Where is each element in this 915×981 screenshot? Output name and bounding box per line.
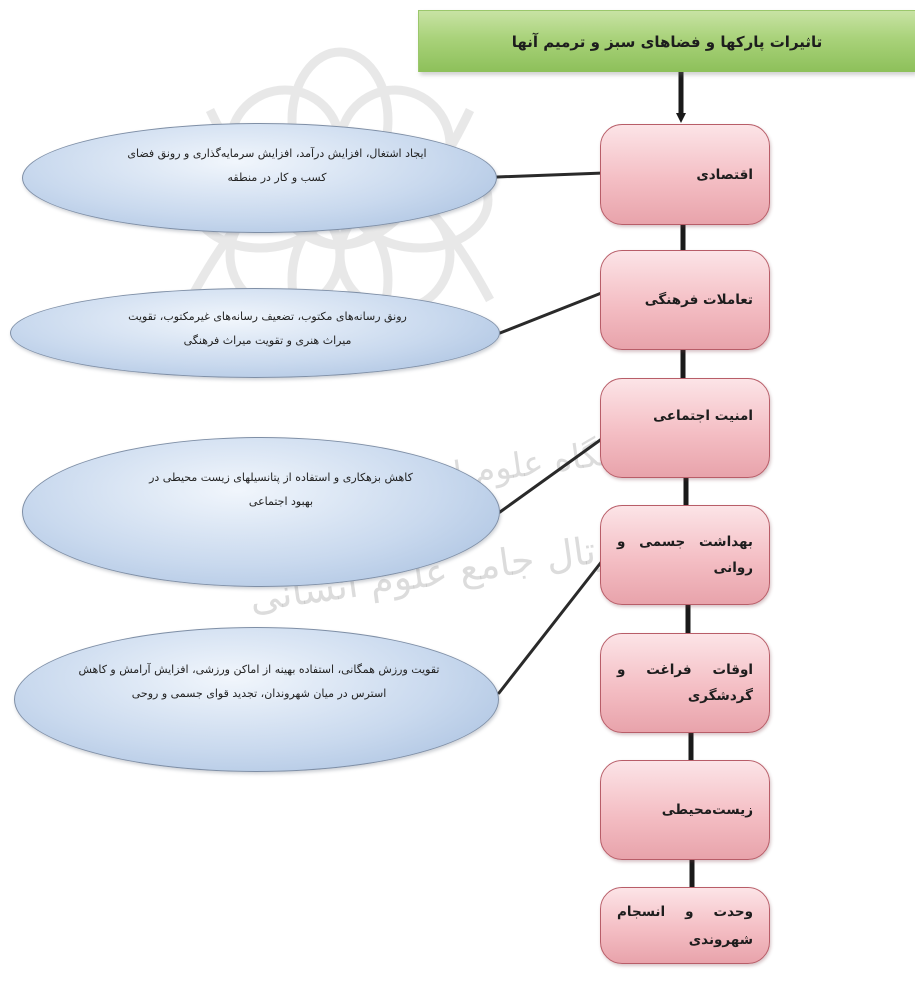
effect-connector-3 — [498, 431, 612, 514]
effect-economic: ایجاد اشتغال، افزایش درآمد، افزایش سرمای… — [22, 123, 497, 233]
category-economic: اقتصادی — [600, 124, 770, 225]
category-label: امنیت اجتماعی — [653, 408, 753, 424]
category-civic-unity: وحدت و انسجام شهروندی — [600, 887, 770, 964]
category-health: بهداشت جسمی و روانی — [600, 505, 770, 605]
category-label: بهداشت جسمی و روانی — [617, 534, 753, 576]
effect-text: کاهش بزهکاری و استفاده از پتانسیلهای زیس… — [149, 471, 413, 508]
effect-health: تقویت ورزش همگانی، استفاده بهینه از اماک… — [14, 627, 499, 772]
category-leisure-tourism: اوقات فراغت و گردشگری — [600, 633, 770, 733]
category-label: تعاملات فرهنگی — [644, 292, 753, 308]
effect-text: تقویت ورزش همگانی، استفاده بهینه از اماک… — [78, 663, 440, 700]
category-label: وحدت و انسجام شهروندی — [617, 903, 753, 948]
diagram-title-text: تاثیرات پارکها و فضاهای سبز و ترمیم آنها — [511, 32, 823, 51]
effect-text: رونق رسانه‌های مکتوب، تضعیف رسانه‌های غی… — [128, 310, 407, 347]
effect-cultural: رونق رسانه‌های مکتوب، تضعیف رسانه‌های غی… — [10, 288, 500, 378]
effect-connector-2 — [498, 290, 606, 335]
effect-social-security: کاهش بزهکاری و استفاده از پتانسیلهای زیس… — [22, 437, 500, 587]
category-label: اقتصادی — [696, 166, 753, 183]
effect-connector-1 — [495, 171, 606, 179]
diagram-title: تاثیرات پارکها و فضاهای سبز و ترمیم آنها — [418, 10, 915, 72]
effect-text: ایجاد اشتغال، افزایش درآمد، افزایش سرمای… — [127, 147, 427, 184]
category-social-security: امنیت اجتماعی — [600, 378, 770, 478]
effect-connector-4 — [497, 554, 608, 695]
category-label: زیست‌محیطی — [661, 802, 753, 818]
category-cultural: تعاملات فرهنگی — [600, 250, 770, 350]
category-label: اوقات فراغت و گردشگری — [617, 662, 753, 704]
category-environmental: زیست‌محیطی — [600, 760, 770, 860]
